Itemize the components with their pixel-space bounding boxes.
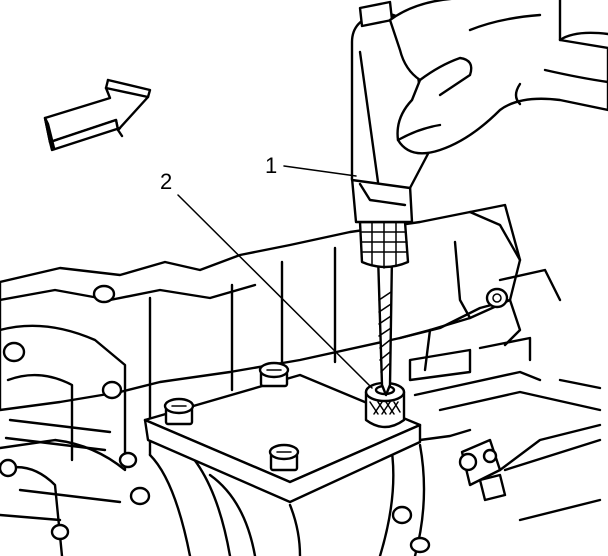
callout-1: 1 xyxy=(265,153,357,178)
callout-1-label: 1 xyxy=(265,153,277,178)
drill-bit xyxy=(376,253,394,397)
hand xyxy=(388,0,608,155)
plate-bolt xyxy=(268,443,300,472)
drill-fixture-plate xyxy=(143,361,422,504)
callout-2-label: 2 xyxy=(160,169,172,194)
callout-2: 2 xyxy=(160,169,373,389)
plate-bolt xyxy=(258,361,290,388)
plate-bolt xyxy=(163,397,195,426)
drill-bushing xyxy=(364,381,406,429)
front-direction-arrow xyxy=(43,78,152,152)
